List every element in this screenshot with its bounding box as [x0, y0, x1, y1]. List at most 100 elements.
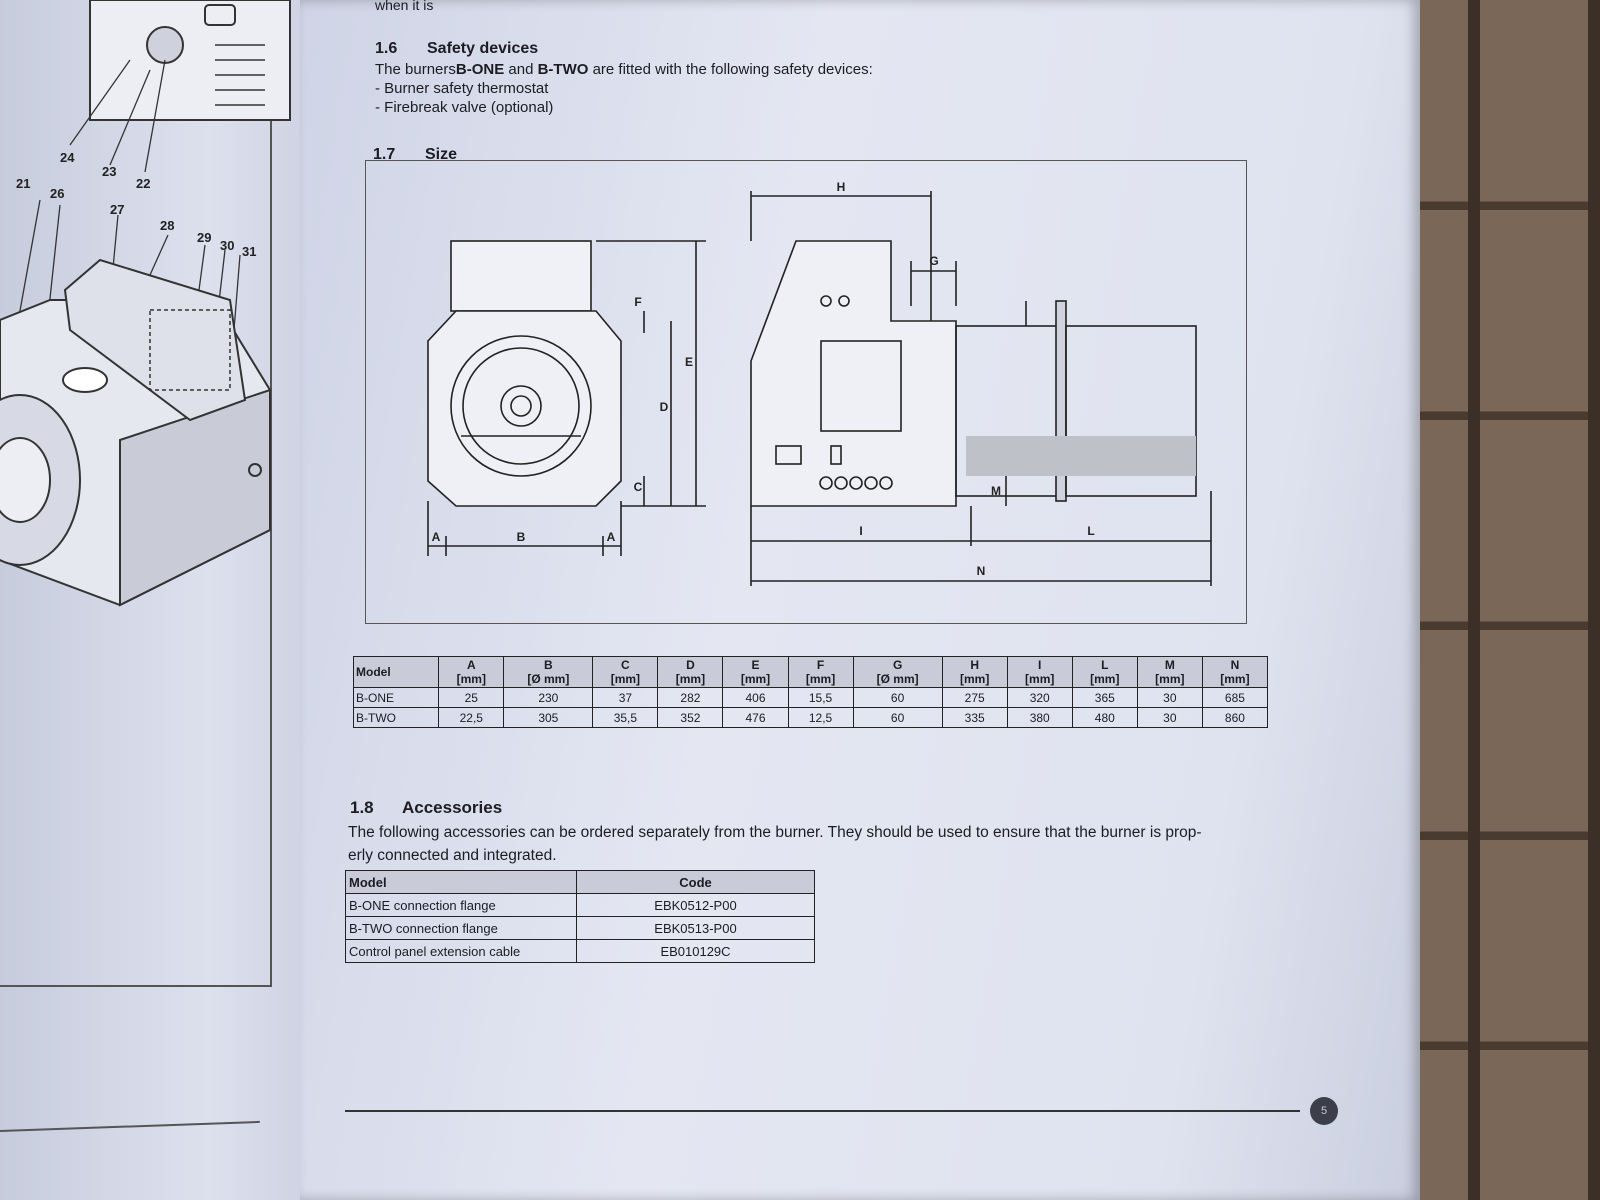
table-cell: 37: [592, 687, 659, 708]
callout-29: 29: [197, 230, 212, 245]
accessories-text-line2: erly connected and integrated.: [348, 847, 557, 864]
header-col-e: E[mm]: [722, 656, 789, 688]
header-col-d: D[mm]: [657, 656, 724, 688]
header-col-h: H[mm]: [941, 656, 1008, 688]
table-cell: 685: [1201, 687, 1269, 708]
section-1-7-number: 1.7: [373, 146, 396, 163]
header-col-a: A[mm]: [438, 656, 505, 688]
dim-label-i: I: [859, 524, 862, 538]
section-1-8-number: 1.8: [350, 798, 374, 817]
table-cell: 35,5: [592, 707, 659, 728]
dim-label-b: B: [517, 530, 526, 544]
dim-label-g: G: [929, 254, 938, 268]
section-1-6-number: 1.6: [375, 40, 398, 57]
header-col-f: F[mm]: [787, 656, 854, 688]
accessories-table: Model Code B-ONE connection flange EBK05…: [345, 870, 815, 963]
intro-b-one: B-ONE: [455, 61, 505, 78]
acc-code-cell: EBK0512-P00: [576, 893, 815, 917]
acc-header-model: Model: [345, 870, 577, 894]
header-unit: [mm]: [805, 672, 836, 686]
dim-label-e: E: [685, 355, 693, 369]
table-cell: 25: [438, 687, 505, 708]
table-cell: 30: [1136, 707, 1203, 728]
left-page: 24 23 22 21 26 27 28 29 30 31: [0, 0, 300, 1200]
table-cell: 352: [657, 707, 724, 728]
header-col-n: N[mm]: [1201, 656, 1269, 688]
acc-model-cell: B-ONE connection flange: [345, 893, 577, 917]
callout-23: 23: [102, 164, 117, 179]
accessories-text-line1: The following accessories can be ordered…: [348, 824, 1202, 841]
accessories-header-row: Model Code: [345, 870, 815, 894]
intro-b-two: B-TWO: [537, 61, 589, 78]
dim-label-l: L: [1087, 524, 1094, 538]
intro-prefix: The burners: [375, 61, 456, 78]
header-col-b: B[Ø mm]: [503, 656, 594, 688]
header-col-m: M[mm]: [1136, 656, 1203, 688]
acc-code-cell: EBK0513-P00: [576, 916, 815, 940]
header-col-g: G[Ø mm]: [852, 656, 943, 688]
table-cell: 335: [941, 707, 1008, 728]
table-cell: 860: [1201, 707, 1269, 728]
callout-31: 31: [242, 244, 257, 259]
dimensions-table-header-row: Model A[mm] B[Ø mm] C[mm] D[mm] E[mm] F[…: [352, 656, 1269, 688]
table-cell: 282: [657, 687, 724, 708]
table-row: B-ONE connection flange EBK0512-P00: [345, 893, 815, 917]
table-row: Control panel extension cable EB010129C: [345, 939, 815, 963]
table-cell: 480: [1071, 707, 1138, 728]
header-col-c: C[mm]: [592, 656, 659, 688]
section-1-8-title: Accessories: [402, 798, 503, 817]
header-unit: [mm]: [1090, 672, 1120, 686]
table-cell: 60: [852, 707, 943, 728]
header-unit: [mm]: [675, 672, 706, 686]
right-page: [300, 0, 1420, 1200]
intro-and: and: [504, 61, 538, 78]
intro-suffix: are fitted with the following safety dev…: [588, 61, 873, 78]
dim-label-c: C: [634, 480, 643, 494]
burner-exploded-illustration: [0, 0, 291, 607]
acc-model-cell: Control panel extension cable: [345, 939, 577, 963]
page-number-badge: 5: [1310, 1097, 1338, 1125]
header-unit: [mm]: [740, 672, 771, 686]
table-row: B-ONE 25 230 37 282 406 15,5 60 275 320 …: [352, 687, 1269, 708]
header-letter: L: [1101, 658, 1109, 672]
header-letter: D: [686, 658, 695, 672]
table-cell: 275: [941, 687, 1008, 708]
acc-model-cell: B-TWO connection flange: [345, 916, 577, 940]
callout-24: 24: [60, 150, 75, 165]
header-unit: [Ø mm]: [876, 672, 919, 686]
dimensions-table: Model A[mm] B[Ø mm] C[mm] D[mm] E[mm] F[…: [352, 656, 1269, 728]
table-cell: 30: [1136, 687, 1203, 708]
section-1-8-heading: 1.8 Accessories: [350, 798, 502, 818]
header-letter: B: [543, 658, 553, 672]
dim-label-d: D: [660, 400, 669, 414]
section-1-6-title: Safety devices: [427, 40, 539, 57]
safety-item-thermostat: - Burner safety thermostat: [375, 80, 549, 97]
section-1-7-title: Size: [425, 146, 458, 163]
acc-header-code: Code: [576, 870, 815, 894]
header-model: Model: [352, 656, 440, 688]
dim-label-n: N: [977, 564, 986, 578]
section-1-7-heading: 1.7 Size: [373, 146, 457, 164]
callout-26: 26: [50, 186, 65, 201]
header-letter: G: [892, 658, 903, 672]
table-cell: 476: [722, 707, 789, 728]
header-unit: [mm]: [959, 672, 990, 686]
table-cell: 380: [1006, 707, 1073, 728]
callout-22: 22: [136, 176, 151, 191]
header-unit: [mm]: [1155, 672, 1185, 686]
row-model: B-ONE: [352, 687, 440, 708]
callout-30: 30: [220, 238, 235, 253]
header-letter: F: [816, 658, 825, 672]
dim-label-f: F: [634, 295, 641, 309]
callout-21: 21: [16, 176, 31, 191]
size-diagram-box: A B A C D E F H G I L M N: [365, 160, 1247, 624]
header-letter: I: [1038, 658, 1042, 672]
table-cell: 406: [722, 687, 789, 708]
header-col-l: L[mm]: [1071, 656, 1138, 688]
section-1-6-heading: 1.6 Safety devices: [375, 40, 538, 58]
table-cell: 12,5: [787, 707, 854, 728]
footer-rule: [345, 1110, 1300, 1112]
header-letter: H: [970, 658, 979, 672]
header-letter: M: [1164, 658, 1175, 672]
dim-label-a-left: A: [432, 530, 441, 544]
